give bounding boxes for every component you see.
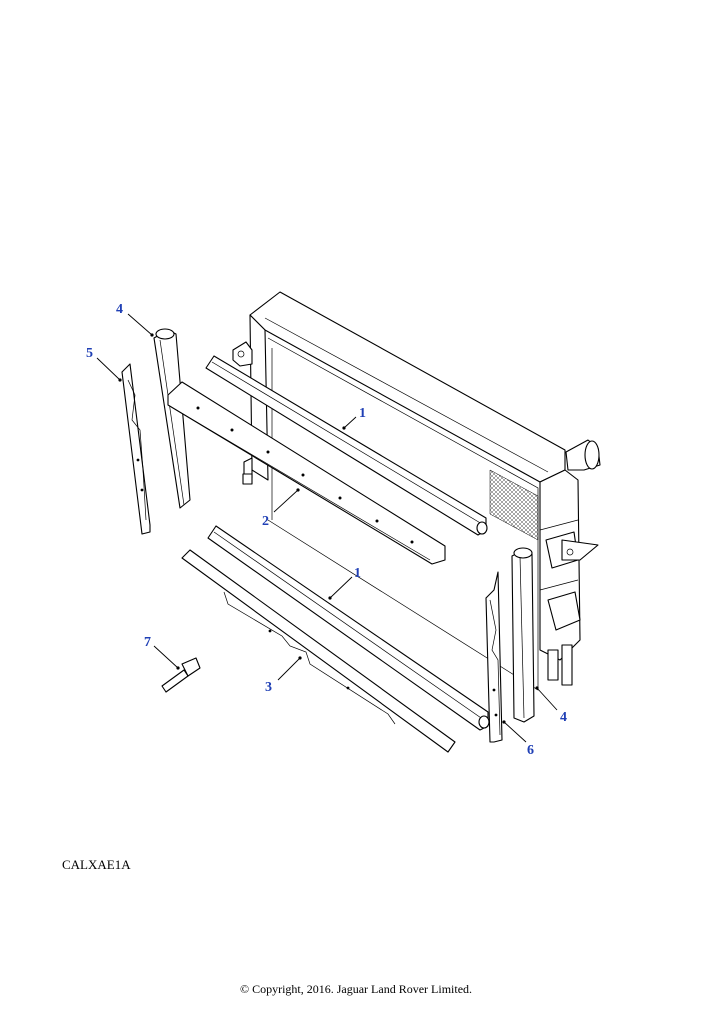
callout-4-left: 4 [116,302,123,317]
callout-1-lower: 1 [354,566,361,581]
part-1-lower-seal [207,525,490,731]
part-1-upper-seal [205,355,488,536]
callout-7: 7 [144,635,151,650]
callout-labels: 4 5 1 2 1 7 3 4 6 [86,302,567,758]
callout-6: 6 [527,743,534,758]
part-2-upper-plate [167,381,446,565]
part-7-fastener [161,657,201,693]
callout-3: 3 [265,680,272,695]
part-3-lower-plate [181,549,456,753]
part-4-right-seal [511,547,535,723]
part-6-right-bracket [485,571,503,743]
copyright-notice: © Copyright, 2016. Jaguar Land Rover Lim… [239,982,473,996]
part-5-left-bracket [121,363,151,535]
callout-4-right: 4 [560,710,567,725]
part-4-left-seal [153,328,191,509]
callout-1-upper: 1 [359,406,366,421]
callout-2: 2 [262,514,269,529]
callout-leaders [96,313,558,743]
callout-5: 5 [86,346,93,361]
radiator-assembly [232,291,601,691]
diagram-reference-code: CALXAE1A [62,857,131,872]
